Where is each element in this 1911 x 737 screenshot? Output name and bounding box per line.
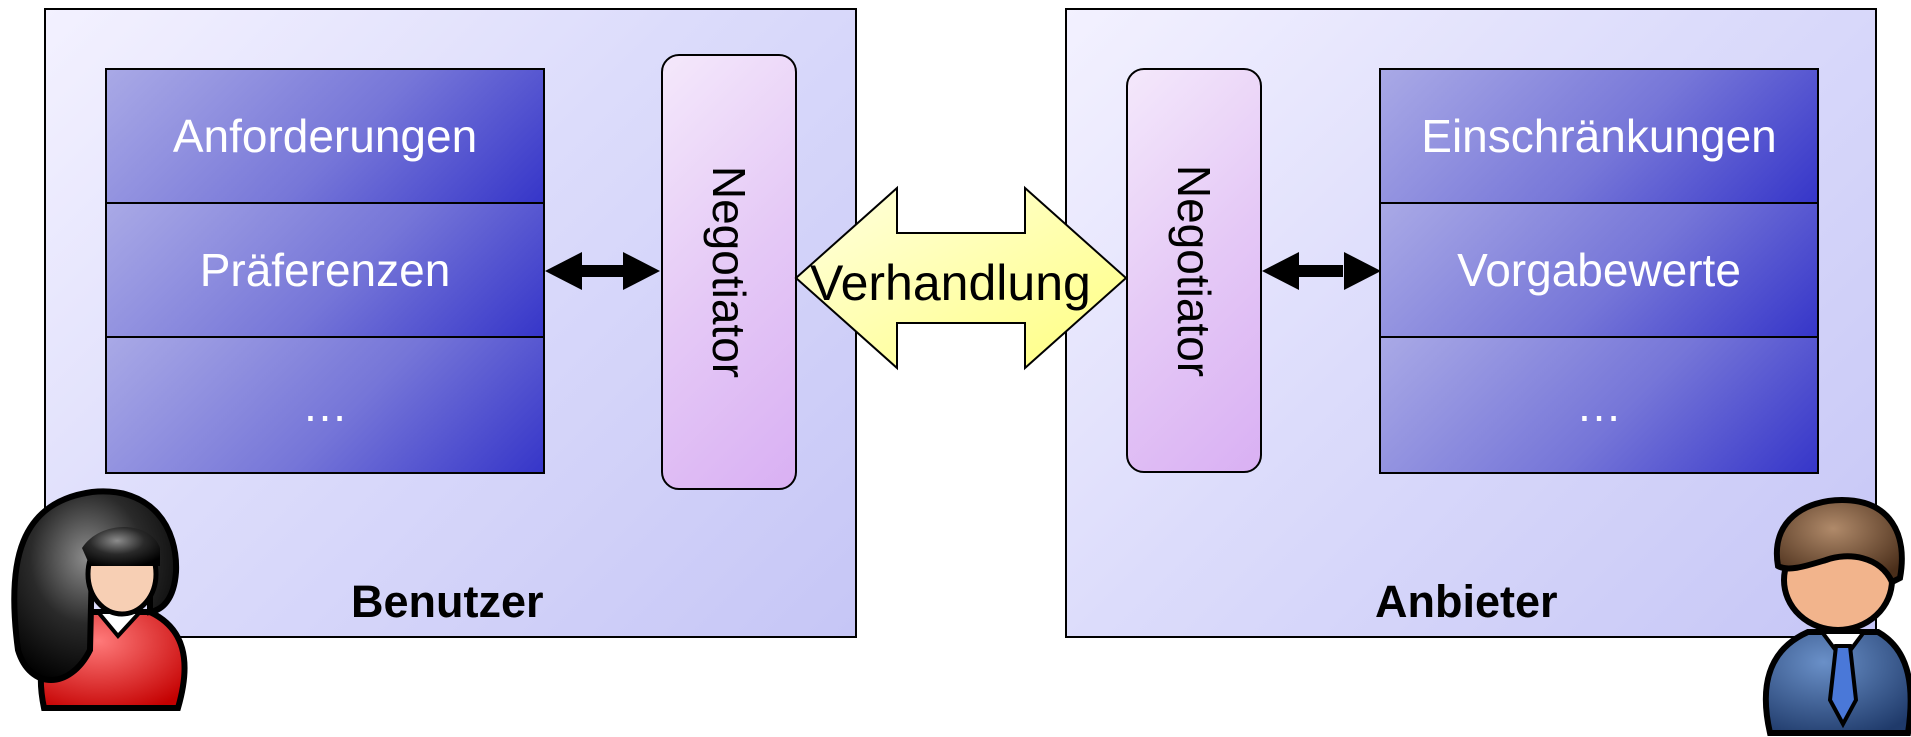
double-arrow-icon-right (1262, 252, 1381, 290)
anbieter-panel: Negotiator Einschränkungen Vorgabewerte … (1065, 8, 1877, 638)
negotiator-left: Negotiator (661, 54, 797, 490)
layer-einschraenkungen: Einschränkungen (1381, 70, 1817, 204)
layer-ellipsis-right: … (1381, 338, 1817, 472)
anbieter-title: Anbieter (1375, 576, 1558, 627)
male-businessman-icon (1762, 496, 1911, 736)
layer-vorgabewerte: Vorgabewerte (1381, 204, 1817, 338)
benutzer-title: Benutzer (351, 576, 544, 627)
layer-anforderungen: Anforderungen (107, 70, 543, 204)
benutzer-panel: Anforderungen Präferenzen … Negotiator B… (44, 8, 857, 638)
layer-ellipsis-left: … (107, 338, 543, 472)
anbieter-layer-stack: Einschränkungen Vorgabewerte … (1379, 68, 1819, 474)
double-arrow-icon-left (545, 252, 660, 290)
negotiator-right: Negotiator (1126, 68, 1262, 473)
verhandlung-arrow (794, 185, 1128, 371)
verhandlung-label: Verhandlung (810, 255, 1091, 311)
benutzer-layer-stack: Anforderungen Präferenzen … (105, 68, 545, 474)
layer-praeferenzen: Präferenzen (107, 204, 543, 338)
female-user-icon (11, 488, 188, 711)
